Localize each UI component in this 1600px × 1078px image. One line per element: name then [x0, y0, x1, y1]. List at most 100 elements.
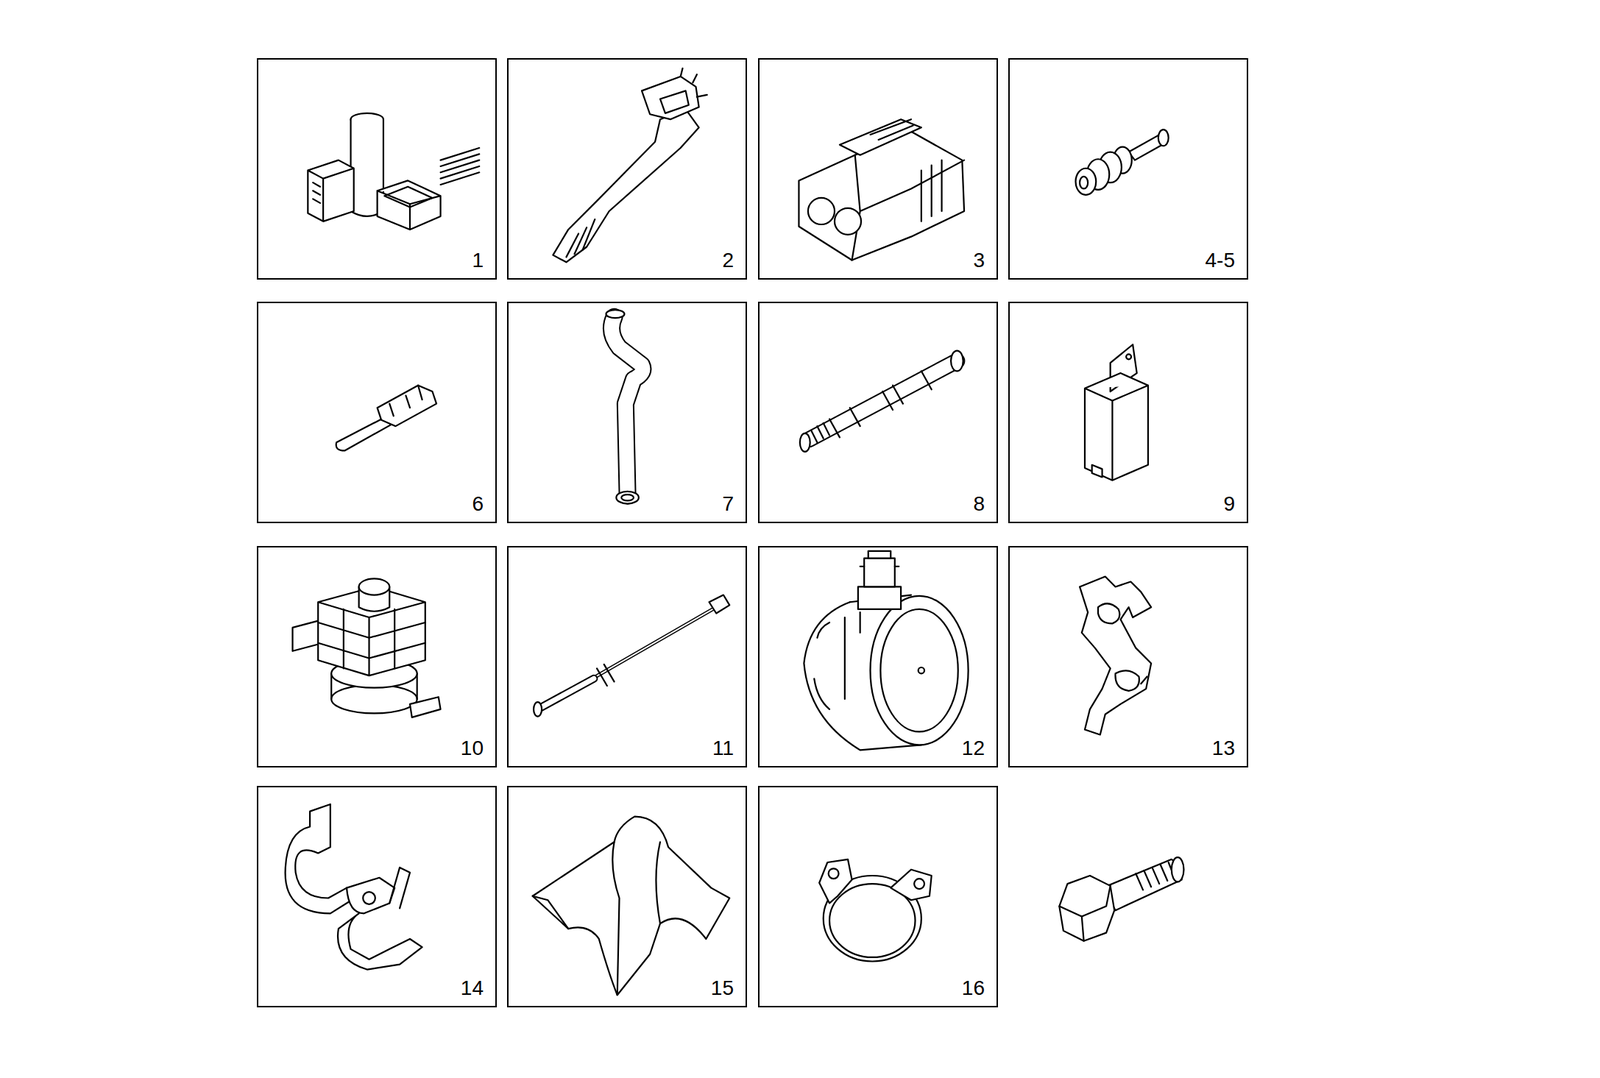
bracket-stroke: [1140, 676, 1147, 684]
clamp-stroke: [828, 868, 840, 879]
valve-stroke: [317, 609, 426, 669]
clamp-stroke: [819, 859, 852, 904]
hose-drawing: [605, 309, 643, 504]
probe-stroke: [537, 678, 594, 710]
part-cell: 15: [507, 786, 748, 1008]
connector-stroke: [921, 160, 943, 222]
callout-number: 15: [710, 977, 734, 1001]
sensor-stroke: [950, 351, 964, 372]
sensor-stroke: [829, 370, 932, 438]
connector-stroke: [798, 131, 965, 261]
terminal-stroke: [389, 385, 422, 417]
valve-stroke: [409, 696, 441, 718]
wiring-harness-stroke: [440, 147, 480, 185]
part-cell: 7: [507, 301, 748, 524]
bracket-drawing: [1079, 577, 1152, 736]
bracket-stroke: [1114, 670, 1139, 692]
part-cell: 3: [758, 58, 998, 280]
bolt-drawing: [1059, 857, 1184, 942]
hose-stroke: [621, 494, 634, 501]
seal-drawing: [1075, 129, 1169, 196]
clip-stroke: [337, 913, 423, 970]
clamp-stroke: [890, 869, 932, 901]
valve-stroke: [331, 685, 417, 714]
shield-stroke: [612, 841, 619, 996]
shield-stroke: [532, 816, 731, 996]
part-cell: 8: [758, 301, 998, 524]
callout-number: 10: [460, 737, 484, 761]
pedal-stroke: [552, 108, 699, 263]
valve-drawing: [292, 578, 441, 718]
part-cell: 14: [256, 786, 497, 1008]
part-cell: 1: [256, 58, 497, 280]
probe-stroke: [533, 702, 542, 717]
hose-stroke: [605, 309, 625, 318]
callout-number: 1: [471, 249, 484, 273]
meter-stroke: [864, 558, 895, 588]
clip-stroke: [285, 804, 356, 914]
meter-stroke: [813, 612, 860, 710]
callout-number: 16: [961, 977, 985, 1001]
seal-stroke: [1075, 168, 1097, 196]
bolt-stroke: [1102, 859, 1182, 911]
shield-stroke: [655, 841, 661, 924]
callout-number: 9: [1223, 493, 1235, 516]
relay-stroke: [1084, 373, 1149, 481]
pedal-stroke: [680, 68, 708, 98]
bolt-stroke: [1059, 886, 1110, 942]
callout-number: 8: [972, 493, 985, 516]
meter-stroke: [870, 596, 969, 745]
meter-stroke: [858, 586, 901, 610]
clamp-stroke: [914, 878, 925, 890]
probe-stroke: [537, 678, 594, 710]
clamp-drawing: [819, 859, 932, 962]
shield-drawing: [532, 816, 731, 996]
sensor-stroke: [811, 423, 830, 443]
callout-number: 6: [471, 493, 484, 516]
callout-number: 3: [972, 249, 985, 273]
meter-drawing: [803, 551, 968, 750]
part-cell: 11: [507, 546, 748, 768]
sensor-stroke: [800, 433, 811, 452]
wiring-harness-stroke: [307, 160, 354, 222]
part-cell: 10: [256, 546, 497, 768]
meter-stroke: [918, 667, 925, 674]
part-cell: 6: [256, 301, 497, 524]
part-cell: 13: [1008, 546, 1249, 768]
wiring-harness-drawing: [307, 113, 480, 230]
callout-number: 4-5: [1205, 249, 1235, 273]
bolt-stroke: [1171, 857, 1185, 882]
relay-stroke: [1126, 354, 1132, 360]
callout-number: 13: [1212, 737, 1235, 761]
clip-drawing: [285, 804, 423, 971]
bolt-stroke: [1135, 862, 1175, 890]
part-cell: 16: [758, 786, 998, 1008]
shield-stroke: [532, 896, 569, 929]
sensor-stroke: [808, 360, 957, 440]
clip-stroke: [389, 867, 410, 909]
connector-stroke: [852, 155, 965, 261]
clip-stroke: [362, 891, 376, 905]
callout-number: 14: [460, 977, 484, 1001]
hose-stroke: [611, 317, 643, 497]
bracket-stroke: [1079, 577, 1152, 736]
connector-stroke: [808, 197, 835, 225]
connector-stroke: [834, 208, 862, 235]
seal-stroke: [1158, 129, 1169, 146]
part-cell: 4-5: [1008, 58, 1249, 280]
callout-number: 2: [721, 249, 734, 273]
pedal-stroke: [641, 76, 700, 120]
wiring-harness-stroke: [377, 180, 441, 230]
probe-stroke: [709, 595, 731, 614]
probe-drawing: [533, 595, 730, 717]
terminal-drawing: [336, 385, 437, 452]
wiring-harness-stroke: [384, 186, 433, 208]
part-cell: 9: [1008, 301, 1249, 524]
sensor-stroke: [808, 360, 957, 440]
sensor-drawing: [800, 351, 964, 452]
part-cell: 12: [758, 546, 998, 768]
hose-stroke: [611, 317, 643, 497]
pedal-stroke: [660, 90, 689, 114]
